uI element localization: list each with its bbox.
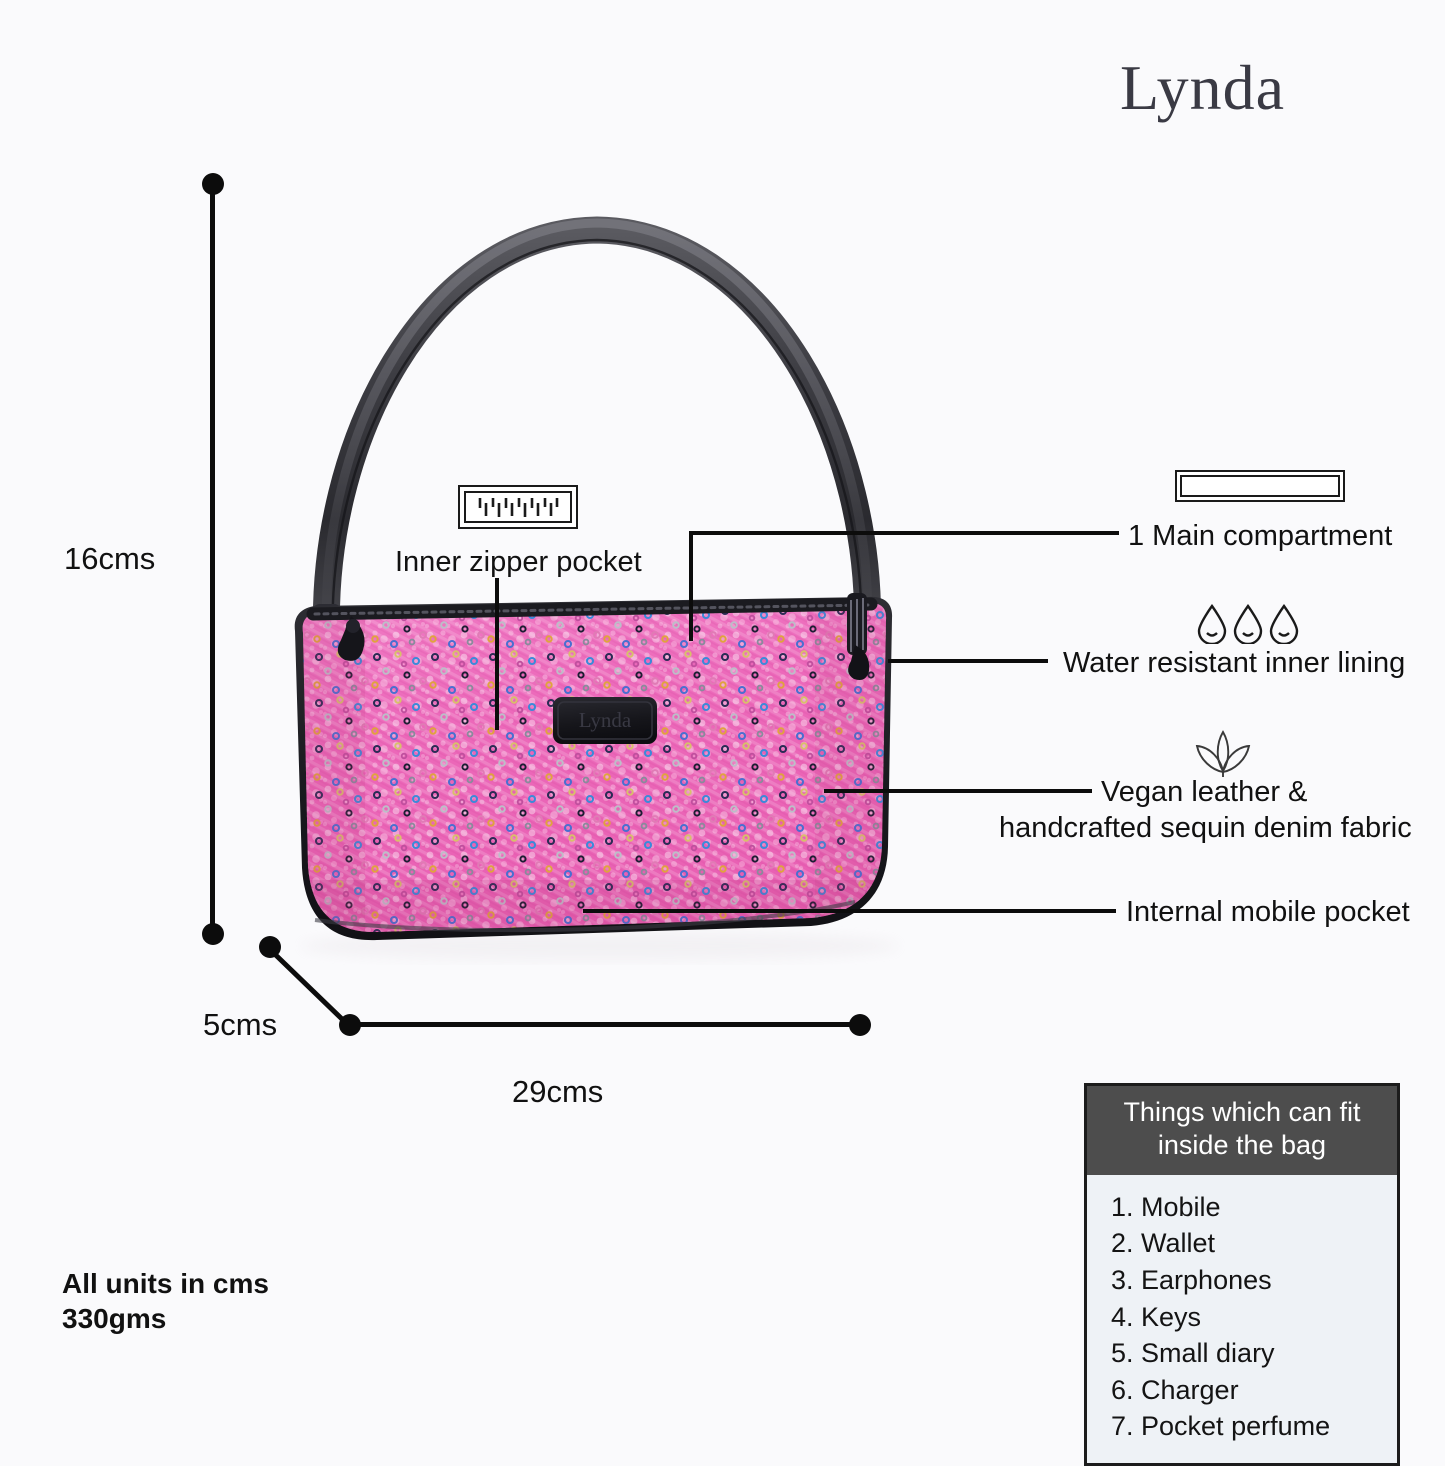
main-compartment-leader-horizontal: [689, 531, 1119, 535]
zipper-icon: [458, 485, 578, 529]
brand-patch: Lynda: [553, 697, 657, 744]
vegan-leather-label-line2: handcrafted sequin denim fabric: [999, 812, 1412, 844]
fit-inside-box-title: Things which can fit inside the bag: [1087, 1086, 1397, 1175]
depth-dim-label: 5cms: [203, 1007, 278, 1042]
water-resistant-label: Water resistant inner lining: [1063, 647, 1406, 679]
fit-inside-box-list: 1. Mobile 2. Wallet 3. Earphones 4. Keys…: [1087, 1175, 1397, 1463]
product-image-handbag: Lynda: [255, 190, 945, 965]
internal-mobile-pocket-label: Internal mobile pocket: [1126, 896, 1410, 928]
bag-body: [294, 596, 893, 941]
brand-logo: Lynda: [1120, 52, 1285, 123]
width-dim-dot-right: [849, 1014, 871, 1036]
water-droplet-icon: [1196, 600, 1301, 646]
internal-mobile-pocket-leader: [583, 909, 1116, 913]
main-compartment-label: 1 Main compartment: [1128, 520, 1393, 552]
fit-inside-box: Things which can fit inside the bag 1. M…: [1084, 1083, 1400, 1466]
width-dim-label: 29cms: [512, 1074, 604, 1109]
vegan-leather-label-line1: Vegan leather &: [1101, 776, 1308, 808]
vegan-leather-leader: [824, 789, 1092, 793]
inner-zipper-pocket-label: Inner zipper pocket: [395, 546, 642, 578]
units-note: All units in cms: [62, 1268, 269, 1299]
list-item: 2. Wallet: [1111, 1228, 1216, 1259]
zipper-pull-right: [847, 593, 870, 680]
list-item: 1. Mobile: [1111, 1191, 1221, 1222]
inner-zipper-pocket-leader: [495, 578, 499, 730]
list-item: 6. Charger: [1111, 1374, 1239, 1405]
width-dim-line: [350, 1022, 860, 1027]
depth-dim-dot-top: [259, 936, 281, 958]
weight-note: 330gms: [62, 1303, 167, 1334]
list-item: 5. Small diary: [1111, 1338, 1275, 1369]
height-dim-line: [210, 184, 215, 934]
water-resistant-leader: [888, 659, 1048, 663]
svg-text:Lynda: Lynda: [579, 708, 632, 732]
zipper-pull-left: [337, 616, 365, 661]
main-compartment-leader-vertical: [689, 531, 693, 641]
list-item: 7. Pocket perfume: [1111, 1411, 1331, 1442]
bag-strap: [312, 216, 882, 659]
height-dim-dot-bottom: [202, 923, 224, 945]
leaf-icon: [1190, 728, 1256, 778]
list-item: 4. Keys: [1111, 1301, 1202, 1332]
list-item: 3. Earphones: [1111, 1265, 1272, 1296]
rectangle-compartment-icon: [1175, 470, 1345, 502]
height-dim-label: 16cms: [64, 541, 156, 576]
